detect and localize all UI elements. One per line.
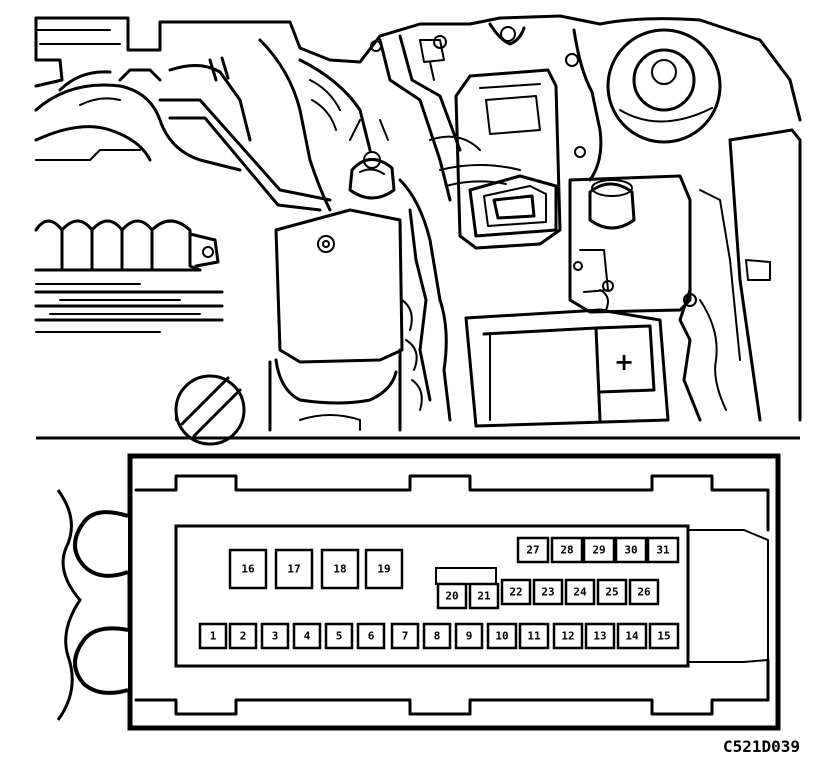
fuse-23: 23 bbox=[532, 578, 564, 606]
fuse-1: 1 bbox=[198, 622, 228, 650]
fuse-label: 8 bbox=[434, 630, 441, 643]
fuse-label: 23 bbox=[541, 586, 554, 599]
fuse-13: 13 bbox=[584, 622, 616, 650]
fuse-6: 6 bbox=[356, 622, 386, 650]
fuse-label: 29 bbox=[592, 544, 605, 557]
fuse-11: 11 bbox=[518, 622, 550, 650]
strut-tower-icon bbox=[606, 28, 722, 144]
coolant-reservoir-icon bbox=[588, 179, 636, 230]
fuse-28: 28 bbox=[550, 536, 584, 564]
fuse-21: 21 bbox=[468, 582, 500, 610]
figure-code: C521D039 bbox=[723, 737, 800, 756]
fuse-2: 2 bbox=[228, 622, 258, 650]
fuse-holder-panel bbox=[174, 524, 690, 668]
fuse-label: 16 bbox=[241, 563, 255, 576]
fuse-14: 14 bbox=[616, 622, 648, 650]
fuse-19: 19 bbox=[364, 548, 404, 590]
mounting-notch-upper bbox=[73, 510, 129, 578]
fuse-5: 5 bbox=[324, 622, 354, 650]
fuse-label: 31 bbox=[656, 544, 670, 557]
fuse-label: 27 bbox=[526, 544, 539, 557]
fuse-label: 25 bbox=[605, 586, 618, 599]
fuse-10: 10 bbox=[486, 622, 518, 650]
fuse-label: 30 bbox=[624, 544, 637, 557]
fuse-label: 4 bbox=[304, 630, 311, 643]
fuse-label: 2 bbox=[240, 630, 247, 643]
fuse-label: 21 bbox=[477, 590, 491, 603]
fuse-31: 31 bbox=[646, 536, 680, 564]
fuse-label: 24 bbox=[573, 586, 587, 599]
fuse-label: 18 bbox=[333, 563, 346, 576]
fuse-16: 16 bbox=[228, 548, 268, 590]
engine-bay-illustration: + bbox=[34, 14, 802, 446]
mounting-notch-lower bbox=[73, 626, 129, 695]
fuse-30: 30 bbox=[614, 536, 648, 564]
fuse-20: 20 bbox=[436, 582, 468, 610]
fuse-label: 17 bbox=[287, 563, 300, 576]
fuse-label: 13 bbox=[593, 630, 606, 643]
fuse-label: 5 bbox=[336, 630, 343, 643]
fuse-8: 8 bbox=[422, 622, 452, 650]
fuse-label: 7 bbox=[402, 630, 409, 643]
fuse-label: 26 bbox=[637, 586, 651, 599]
fuse-25: 25 bbox=[596, 578, 628, 606]
fuse-15: 15 bbox=[648, 622, 680, 650]
fuse-label: 15 bbox=[657, 630, 670, 643]
fuse-label: 9 bbox=[466, 630, 473, 643]
fuse-label: 10 bbox=[495, 630, 508, 643]
fuse-label: 12 bbox=[561, 630, 574, 643]
fuse-29: 29 bbox=[582, 536, 616, 564]
fuse-18: 18 bbox=[320, 548, 360, 590]
fuse-24: 24 bbox=[564, 578, 596, 606]
fuse-label: 1 bbox=[210, 630, 217, 643]
fuse-27: 27 bbox=[516, 536, 550, 564]
fuse-9: 9 bbox=[454, 622, 484, 650]
fuse-label: 6 bbox=[368, 630, 375, 643]
fuse-label: 28 bbox=[560, 544, 573, 557]
fuse-label: 22 bbox=[509, 586, 522, 599]
fuse-box-inner-outline bbox=[134, 474, 770, 532]
fuse-4: 4 bbox=[292, 622, 322, 650]
fuse-label: 19 bbox=[377, 563, 390, 576]
fuse-7: 7 bbox=[390, 622, 420, 650]
fuse-26: 26 bbox=[628, 578, 660, 606]
fuse-label: 11 bbox=[527, 630, 541, 643]
fuse-3: 3 bbox=[260, 622, 290, 650]
fuse-box-outer-frame bbox=[127, 453, 781, 731]
fuse-label: 3 bbox=[272, 630, 279, 643]
fuse-label: 20 bbox=[445, 590, 458, 603]
battery-positive-terminal-label: + bbox=[614, 348, 634, 376]
fuse-box-diagram: 16 17 18 19 20 21 22 23 24 25 bbox=[56, 453, 781, 731]
oil-filler-cap-icon bbox=[174, 374, 246, 446]
fuse-22: 22 bbox=[500, 578, 532, 606]
fuse-17: 17 bbox=[274, 548, 314, 590]
fuse-label: 14 bbox=[625, 630, 639, 643]
fuse-12: 12 bbox=[552, 622, 584, 650]
